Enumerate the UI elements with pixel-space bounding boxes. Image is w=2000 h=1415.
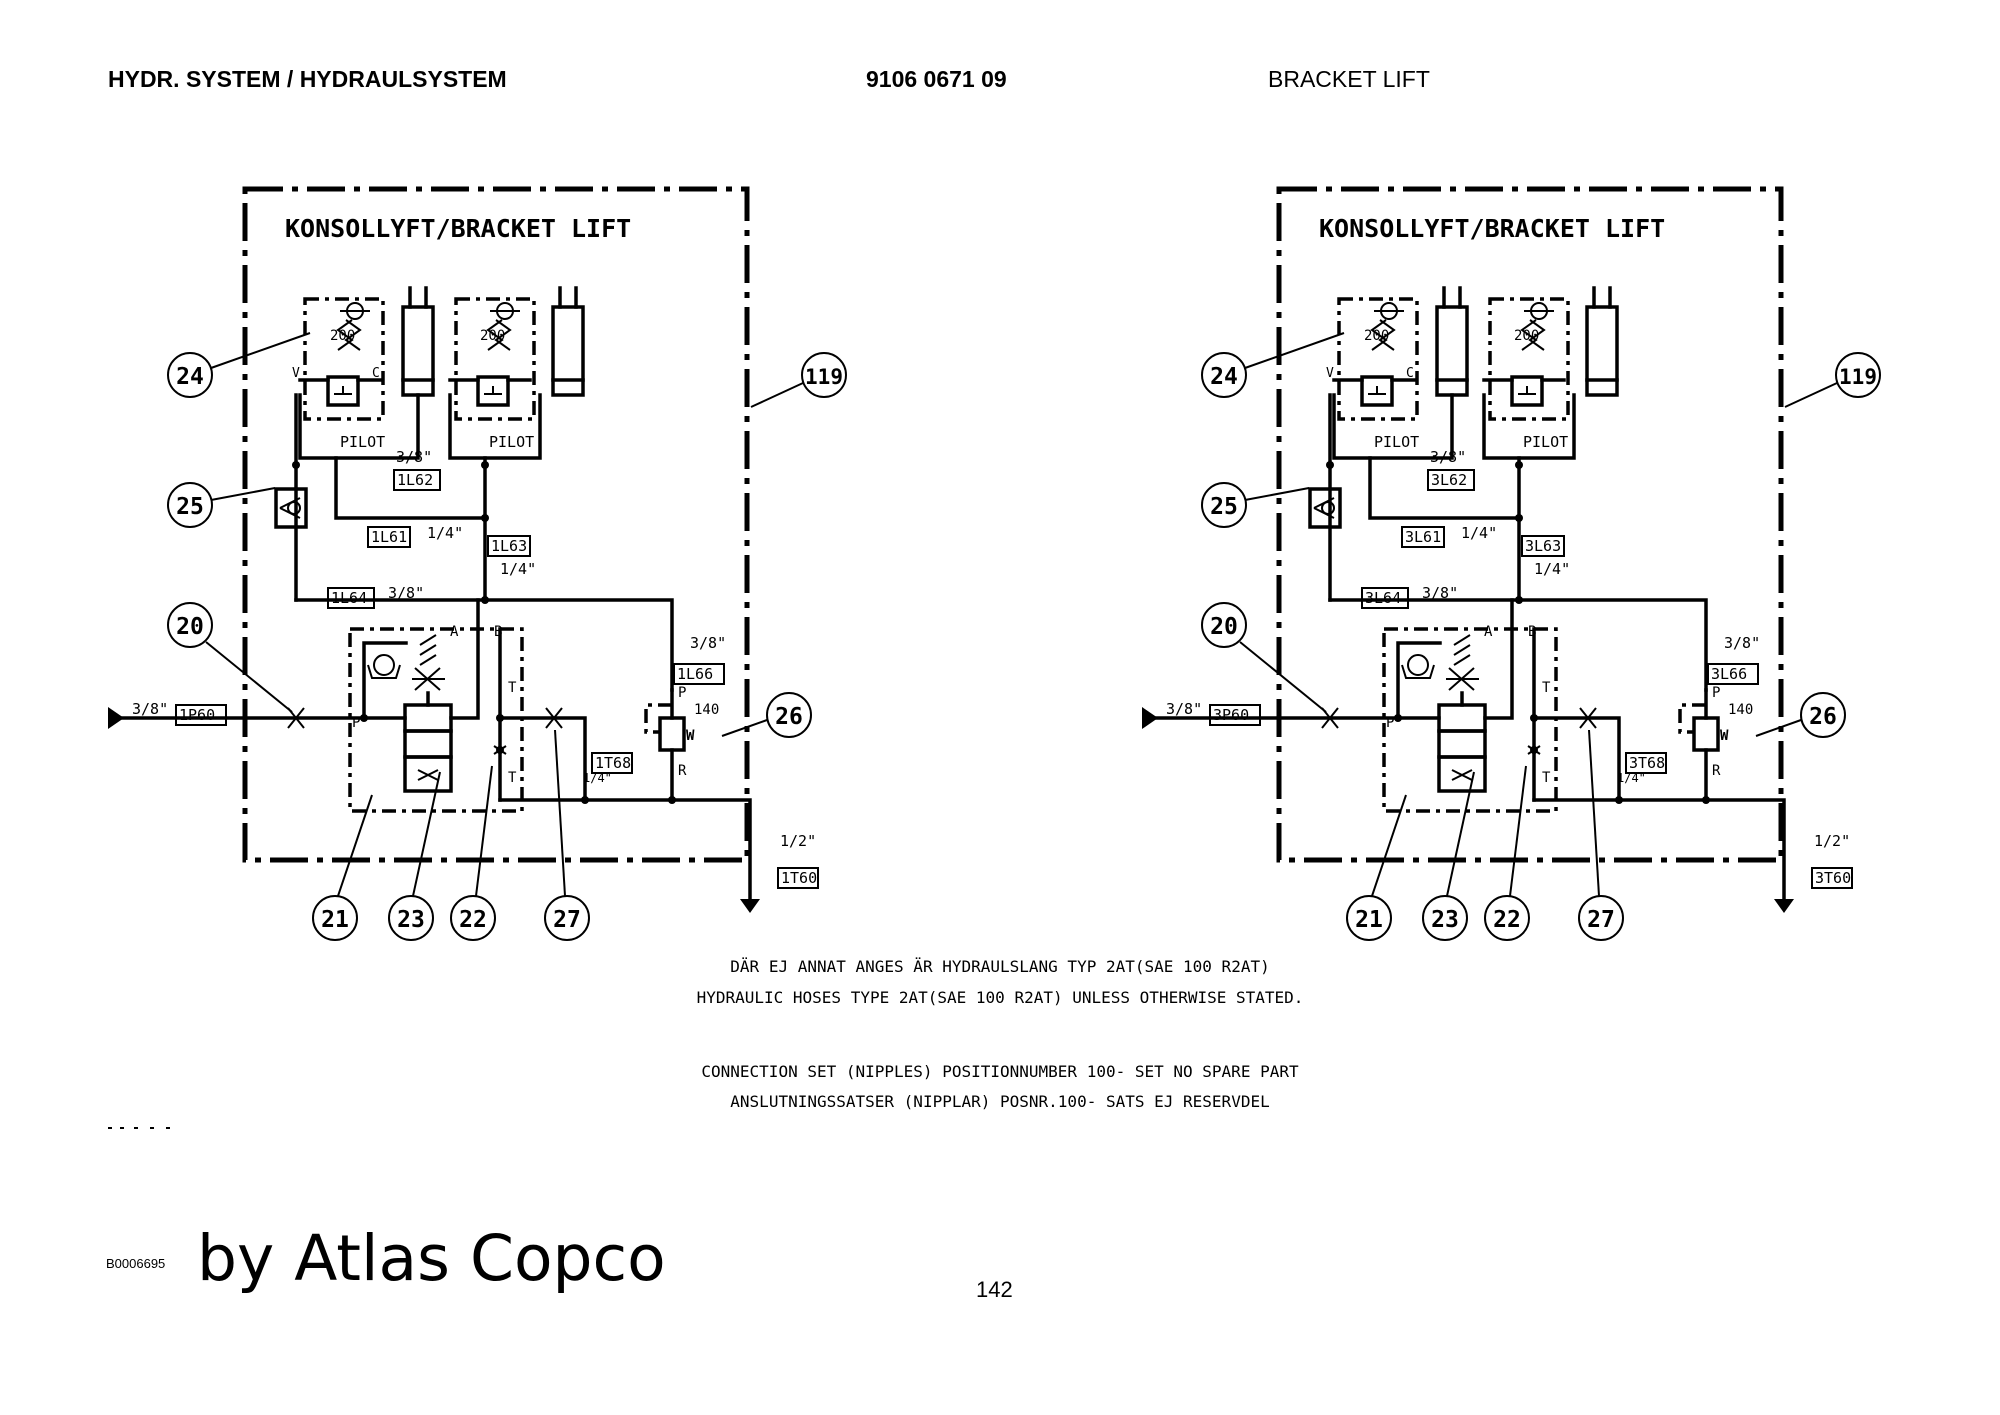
- schematic-right-labels: KONSOLLYFT/BRACKET LIFT 24 25 20 21 23 2…: [1166, 214, 1877, 933]
- port-label: W: [1720, 728, 1729, 744]
- hose-label: 3L61: [1405, 528, 1441, 546]
- hose-label: 1L62: [397, 471, 433, 489]
- schematic-right-drawing: [1142, 189, 1880, 940]
- note-swedish-connection: ANSLUTNINGSSATSER (NIPPLAR) POSNR.100- S…: [730, 1092, 1269, 1111]
- page-subject: BRACKET LIFT: [1268, 66, 1430, 92]
- hose-label: 1T60: [781, 869, 817, 887]
- hose-size: 1/4": [427, 524, 463, 542]
- port-label: B: [1528, 624, 1536, 640]
- hose-size: 3/8": [1422, 584, 1458, 602]
- part-number: 9106 0671 09: [866, 66, 1007, 92]
- pilot-label: PILOT: [1374, 433, 1419, 451]
- port-label: T: [508, 770, 517, 786]
- port-label: P: [1712, 685, 1720, 701]
- port-label: P: [352, 715, 360, 731]
- hose-label: 3T68: [1629, 754, 1665, 772]
- item-number: 21: [321, 907, 349, 933]
- port-label: T: [508, 680, 517, 696]
- page-number: 142: [976, 1277, 1013, 1302]
- port-label: V: [292, 366, 300, 381]
- brand-watermark: by Atlas Copco: [197, 1222, 666, 1295]
- item-number: 119: [1839, 365, 1877, 389]
- port-label: C: [372, 366, 380, 381]
- item-number: 27: [1587, 907, 1615, 933]
- item-number: 26: [775, 704, 803, 730]
- hose-size: 1/2": [1814, 832, 1850, 850]
- note-english-connection: CONNECTION SET (NIPPLES) POSITIONNUMBER …: [701, 1062, 1299, 1081]
- hose-size: 3/8": [1430, 448, 1466, 466]
- port-label: P: [678, 685, 686, 701]
- item-number: 119: [805, 365, 843, 389]
- hose-label: 3L63: [1525, 537, 1561, 555]
- item-number: 24: [1210, 364, 1238, 390]
- port-label: C: [1406, 366, 1414, 381]
- hose-size: 3/8": [690, 634, 726, 652]
- port-label: R: [1712, 763, 1721, 779]
- note-english-hose: HYDRAULIC HOSES TYPE 2AT(SAE 100 R2AT) U…: [697, 988, 1304, 1007]
- pressure-setting: 200: [1514, 328, 1539, 344]
- hose-size: 3/8": [1724, 634, 1760, 652]
- hose-label: 3T60: [1815, 869, 1851, 887]
- hose-size: 1/4": [500, 560, 536, 578]
- section-title: HYDR. SYSTEM / HYDRAULSYSTEM: [108, 66, 507, 92]
- hose-label: 1T68: [595, 754, 631, 772]
- pressure-setting: 200: [480, 328, 505, 344]
- item-number: 25: [176, 494, 204, 520]
- hose-label: 3L64: [1365, 589, 1401, 607]
- schematic-left-labels: KONSOLLYFT/BRACKET LIFT 24 25 20 21 23 2…: [132, 214, 843, 933]
- item-number: 27: [553, 907, 581, 933]
- port-label: T: [1542, 680, 1551, 696]
- hose-label: 3L62: [1431, 471, 1467, 489]
- port-label: V: [1326, 366, 1334, 381]
- schematic-title: KONSOLLYFT/BRACKET LIFT: [285, 214, 631, 243]
- port-label: P: [1386, 715, 1394, 731]
- hose-label: 1L64: [331, 589, 367, 607]
- item-number: 25: [1210, 494, 1238, 520]
- hose-label: 1L66: [677, 665, 713, 683]
- pressure-setting: 200: [1364, 328, 1389, 344]
- item-number: 20: [176, 614, 204, 640]
- schematic-title: KONSOLLYFT/BRACKET LIFT: [1319, 214, 1665, 243]
- hose-size: 1/4": [1617, 771, 1646, 785]
- schematic-left-drawing: [108, 189, 846, 940]
- port-label: R: [678, 763, 687, 779]
- item-number: 21: [1355, 907, 1383, 933]
- item-number: 22: [1493, 907, 1521, 933]
- image-code: B0006695: [106, 1256, 166, 1271]
- hose-size: 1/4": [1534, 560, 1570, 578]
- hose-size: 1/4": [583, 771, 612, 785]
- hose-label: 3P60: [1213, 706, 1249, 724]
- pilot-label: PILOT: [340, 433, 385, 451]
- hose-label: 1L63: [491, 537, 527, 555]
- pressure-setting: 140: [694, 702, 719, 718]
- port-label: T: [1542, 770, 1551, 786]
- item-number: 23: [1431, 907, 1459, 933]
- hose-size: 1/4": [1461, 524, 1497, 542]
- port-label: W: [686, 728, 695, 744]
- port-label: B: [494, 624, 502, 640]
- item-number: 22: [459, 907, 487, 933]
- item-number: 23: [397, 907, 425, 933]
- note-swedish-hose: DÄR EJ ANNAT ANGES ÄR HYDRAULSLANG TYP 2…: [730, 957, 1269, 976]
- pressure-setting: 200: [330, 328, 355, 344]
- hose-size: 3/8": [396, 448, 432, 466]
- hose-size: 1/2": [780, 832, 816, 850]
- hose-label: 3L66: [1711, 665, 1747, 683]
- port-label: A: [1484, 624, 1493, 640]
- port-label: A: [450, 624, 459, 640]
- item-number: 26: [1809, 704, 1837, 730]
- hose-size: 3/8": [132, 700, 168, 718]
- hose-label: 1L61: [371, 528, 407, 546]
- item-number: 24: [176, 364, 204, 390]
- pressure-setting: 140: [1728, 702, 1753, 718]
- pilot-label: PILOT: [1523, 433, 1568, 451]
- hose-label: 1P60: [179, 706, 215, 724]
- item-number: 20: [1210, 614, 1238, 640]
- hose-size: 3/8": [388, 584, 424, 602]
- pilot-label: PILOT: [489, 433, 534, 451]
- hose-size: 3/8": [1166, 700, 1202, 718]
